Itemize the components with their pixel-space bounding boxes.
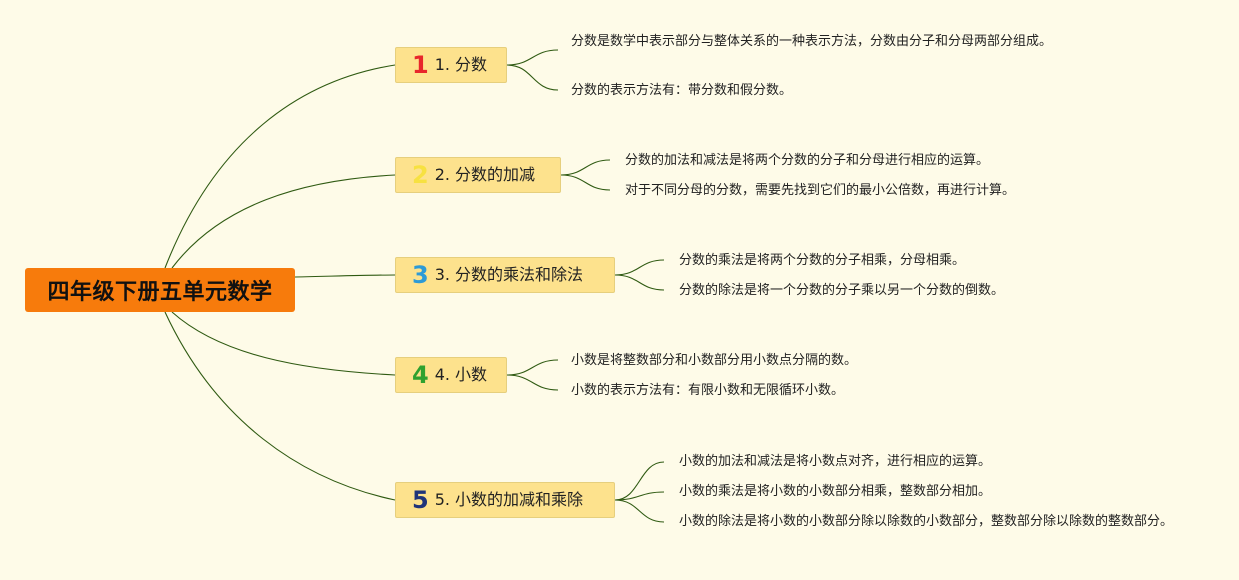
- branch-leaf-connector-2-2: [560, 174, 611, 191]
- root-branch-connector-4: [171, 311, 396, 376]
- root-title: 四年级下册五单元数学: [47, 280, 273, 305]
- branch-leaf-connector-1-1: [506, 49, 559, 66]
- leaf-note: 对于不同分母的分数，需要先找到它们的最小公倍数，再进行计算。: [625, 183, 1016, 198]
- branch-leaf-connector-3-2: [614, 274, 665, 291]
- branch-node-2[interactable]: 2 2. 分数的加减: [395, 157, 561, 193]
- leaf-note: 分数的乘法是将两个分数的分子相乘，分母相乘。: [679, 253, 966, 268]
- root-branch-connector-5: [164, 311, 396, 501]
- branch-label: 2. 分数的加减: [434, 165, 536, 184]
- leaf-note: 小数的表示方法有：有限小数和无限循环小数。: [571, 383, 845, 398]
- branch-leaf-connector-3-1: [614, 259, 665, 276]
- branch-node-3[interactable]: 3 3. 分数的乘法和除法: [395, 257, 615, 293]
- root-branch-connector-2: [171, 174, 396, 269]
- leaf-note: 小数的乘法是将小数的小数部分相乘，整数部分相加。: [679, 484, 992, 499]
- branch-leaf-connector-2-1: [560, 159, 611, 176]
- branch-node-5[interactable]: 5 5. 小数的加减和乘除: [395, 482, 615, 518]
- branch-node-4[interactable]: 4 4. 小数: [395, 357, 507, 393]
- leaf-note: 小数的加法和减法是将小数点对齐，进行相应的运算。: [679, 454, 992, 469]
- branch-node-1[interactable]: 1 1. 分数: [395, 47, 507, 83]
- leaf-note: 小数是将整数部分和小数部分用小数点分隔的数。: [571, 353, 858, 368]
- number-3-icon: 3: [412, 261, 429, 289]
- branch-label: 4. 小数: [434, 365, 488, 384]
- branch-leaf-connector-4-2: [506, 374, 559, 391]
- branch-leaf-connector-4-1: [506, 359, 559, 376]
- branch-label: 3. 分数的乘法和除法: [434, 265, 584, 284]
- branch-leaf-connector-5-2: [614, 491, 665, 501]
- number-5-icon: 5: [412, 486, 429, 514]
- number-2-icon: 2: [412, 161, 429, 189]
- root-node[interactable]: 四年级下册五单元数学: [25, 268, 295, 312]
- branch-label: 5. 小数的加减和乘除: [434, 490, 584, 509]
- root-branch-connector-3: [294, 274, 396, 278]
- leaf-note: 分数的表示方法有：带分数和假分数。: [571, 83, 793, 98]
- leaf-note: 分数的加法和减法是将两个分数的分子和分母进行相应的运算。: [625, 153, 990, 168]
- number-4-icon: 4: [412, 361, 429, 389]
- branch-leaf-connector-1-2: [506, 64, 559, 91]
- branch-leaf-connector-5-1: [614, 461, 665, 501]
- root-branch-connector-1: [164, 64, 396, 269]
- number-1-icon: 1: [412, 51, 429, 79]
- branch-leaf-connector-5-3: [614, 499, 665, 523]
- leaf-note: 分数的除法是将一个分数的分子乘以另一个分数的倒数。: [679, 283, 1005, 298]
- branch-label: 1. 分数: [434, 55, 488, 74]
- leaf-note: 分数是数学中表示部分与整体关系的一种表示方法，分数由分子和分母两部分组成。: [571, 34, 1053, 49]
- leaf-note: 小数的除法是将小数的小数部分除以除数的小数部分，整数部分除以除数的整数部分。: [679, 514, 1174, 529]
